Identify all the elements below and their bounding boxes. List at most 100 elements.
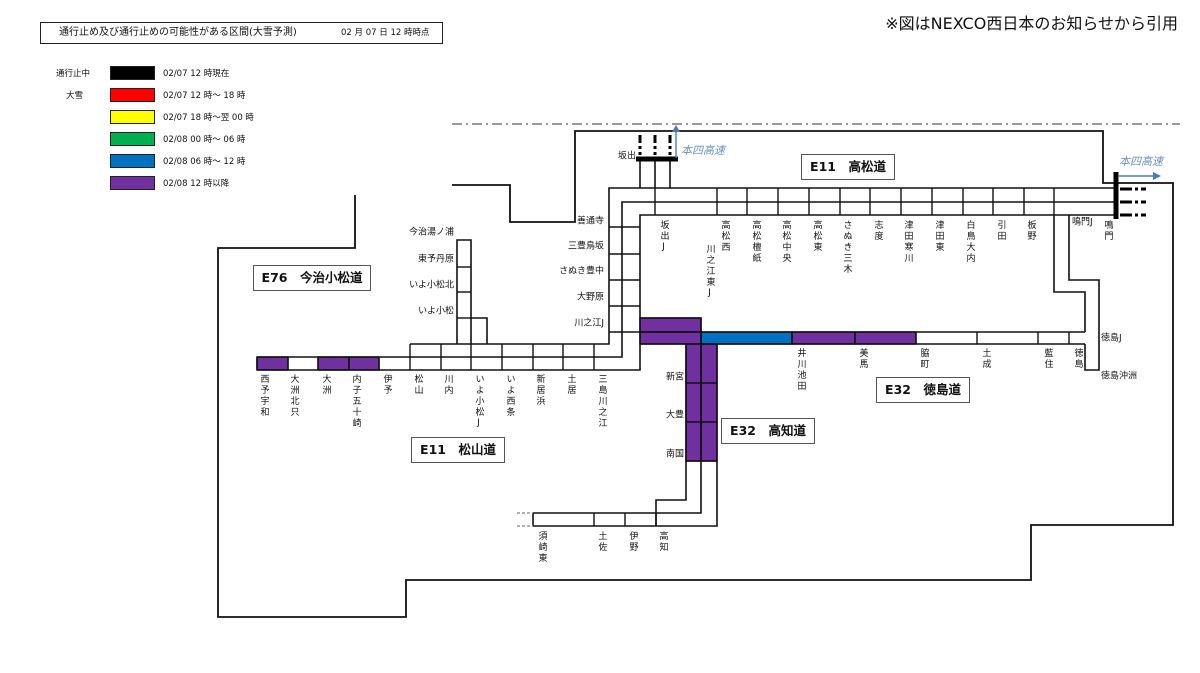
station-label: 鳴門 (1102, 220, 1113, 242)
station-label: 志度 (872, 220, 883, 242)
station-label: 土成 (980, 348, 991, 370)
closure-section (791, 331, 856, 345)
road-line (257, 214, 1116, 371)
station-label: 徳島沖洲 (1101, 371, 1138, 382)
station-label: 坂出J (658, 220, 669, 254)
station-label: いよ小松北 (409, 280, 454, 291)
station-label: 坂出 (617, 151, 636, 162)
road-line (640, 317, 702, 344)
station-label: さぬき三木 (841, 220, 852, 275)
station-label: 高松東 (811, 220, 822, 253)
legend-label: 02/08 12 時以降 (163, 179, 230, 189)
station-label: 土居 (565, 374, 576, 396)
road-line (1068, 215, 1100, 371)
legend-swatch (110, 154, 155, 168)
station-label: 三島川之江 (596, 374, 607, 429)
station-label: 新宮 (665, 372, 684, 383)
station-label: 土佐 (596, 531, 607, 553)
closure-section (256, 356, 289, 371)
map-title: 通行止め及び通行止めの可能性がある区間(大雪予測) (59, 27, 297, 38)
station-label: 大野原 (576, 292, 604, 303)
legend-label: 02/08 00 時～ 06 時 (163, 135, 246, 145)
legend-swatch (110, 88, 155, 102)
map-header: 通行止め及び通行止めの可能性がある区間(大雪予測) 02 月 07 日 12 時… (40, 22, 443, 44)
legend-swatch (110, 110, 155, 124)
legend-category: 通行止中 (56, 69, 91, 79)
closure-section (700, 331, 793, 345)
station-label: 須崎東 (536, 531, 547, 564)
station-label: 伊野 (627, 531, 638, 553)
legend-swatch (110, 176, 155, 190)
station-label: 西予宇和 (258, 374, 269, 418)
road-line (471, 317, 488, 344)
station-label: 川之江J (574, 318, 604, 329)
station-label: 今治湯ノ浦 (408, 227, 454, 238)
arrow-head-icon (672, 125, 680, 132)
honshi-expressway-label: 本四高速 (1119, 155, 1163, 168)
station-label: 高松西 (719, 220, 730, 253)
closure-section (685, 343, 702, 462)
station-label: 板野 (1025, 220, 1036, 242)
station-label: 引田 (995, 220, 1006, 242)
station-label: いよ西条 (504, 374, 515, 418)
legend-label: 02/07 18 時～翌 00 時 (163, 113, 254, 123)
route-label-e76: E76 今治小松道 (253, 265, 371, 291)
road-line (655, 344, 687, 526)
station-label: 徳島J (1101, 333, 1122, 344)
station-label: 善通寺 (576, 216, 604, 227)
station-label: 鳴門J (1072, 217, 1093, 228)
station-label: 川之江東J (704, 244, 715, 300)
station-label: 伊予 (381, 374, 392, 396)
legend-label: 02/07 12 時～ 18 時 (163, 91, 246, 101)
closure-section (348, 356, 380, 371)
station-label: 三豊鳥坂 (567, 241, 604, 252)
route-label-e11-takamatsu: E11 高松道 (801, 154, 895, 180)
road-lines (256, 160, 1116, 527)
station-label: 津田寒川 (902, 220, 913, 264)
station-label: 藍住 (1042, 348, 1053, 370)
station-label: 大豊 (665, 410, 684, 421)
honshi-expressway-label: 本四高速 (681, 144, 725, 157)
road-line (410, 187, 1116, 345)
station-label: いよ小松J (473, 374, 484, 430)
closure-section (854, 331, 917, 345)
source-note: ※図はNEXCO西日本のお知らせから引用 (885, 14, 1178, 33)
station-label: 南国 (665, 449, 684, 460)
arrow-head-icon (1153, 172, 1161, 180)
legend-swatch (110, 132, 155, 146)
station-label: 川内 (442, 374, 453, 396)
station-label: 新居浜 (534, 374, 545, 407)
closure-section (317, 356, 350, 371)
legend-category: 大雪 (66, 91, 84, 101)
station-label: 高松中央 (780, 220, 791, 264)
station-label: 井川池田 (795, 348, 806, 392)
station-label: 松山 (412, 374, 423, 396)
closure-section (639, 331, 702, 345)
map-timestamp: 02 月 07 日 12 時時点 (341, 28, 430, 38)
coastline (217, 130, 1174, 618)
station-label: 美馬 (857, 348, 868, 370)
station-label: 高知 (657, 531, 668, 553)
station-label: いよ小松 (418, 306, 454, 317)
station-label: 大洲北只 (288, 374, 299, 418)
station-label: 白鳥大内 (964, 220, 975, 264)
legend-label: 02/07 12 時現在 (163, 69, 230, 79)
naruto-bridge-end (1113, 172, 1161, 219)
closure-section (639, 317, 702, 333)
station-label: 東予丹原 (417, 254, 454, 265)
station-label: 大洲 (320, 374, 331, 396)
closure-section (700, 343, 718, 462)
sakaide-bridge-end (636, 125, 680, 162)
station-label: 内子五十崎 (350, 374, 361, 429)
route-label-e11-matsuyama: E11 松山道 (411, 437, 505, 463)
station-label: 徳島 (1072, 348, 1083, 370)
station-label: 津田東 (933, 220, 944, 253)
legend-label: 02/08 06 時～ 12 時 (163, 157, 246, 167)
station-label: 脇町 (918, 348, 929, 370)
route-label-e32-kochi: E32 高知道 (721, 418, 815, 444)
road-line (1053, 215, 1086, 332)
station-label: さぬき豊中 (559, 266, 604, 277)
station-label: 高松檀紙 (750, 220, 761, 264)
road-line (533, 344, 702, 514)
